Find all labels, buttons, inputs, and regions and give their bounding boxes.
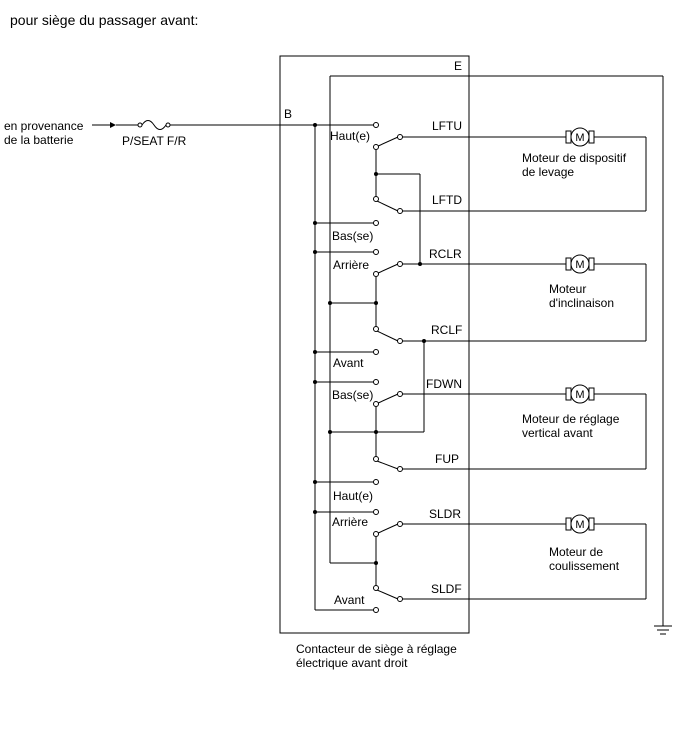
lifter-up-label: Haut(e) — [330, 129, 370, 143]
slide-motor-label-1: Moteur de — [549, 545, 603, 559]
sldr-label: SLDR — [429, 507, 461, 521]
sldf-label: SLDF — [431, 582, 462, 596]
switch-body — [279, 55, 470, 634]
switch-name-line2: électrique avant droit — [296, 656, 408, 670]
fuse-symbol — [116, 120, 280, 130]
fdwn-label: FDWN — [426, 377, 462, 391]
lifter-switch — [373, 122, 646, 266]
rclr-label: RCLR — [429, 247, 462, 261]
recline-motor-symbol: M — [575, 259, 584, 271]
lifter-motor-symbol: M — [575, 132, 584, 144]
diagram-title: pour siège du passager avant: — [10, 12, 198, 28]
vertical-motor-icon: M — [565, 384, 595, 404]
fup-label: FUP — [435, 452, 459, 466]
slide-motor-symbol: M — [575, 519, 584, 531]
slide-motor-icon: M — [565, 514, 595, 534]
recline-motor-label-1: Moteur — [549, 282, 586, 296]
slide-motor-label-2: coulissement — [549, 559, 620, 573]
slide-switch — [313, 509, 646, 613]
switch-name-line1: Contacteur de siège à réglage — [296, 642, 457, 656]
lifter-motor-label-1: Moteur de dispositif — [522, 151, 627, 165]
lifter-down-label: Bas(se) — [332, 229, 373, 243]
recline-switch — [330, 249, 646, 432]
slide-front-label: Avant — [334, 593, 365, 607]
terminal-e-label: E — [454, 59, 462, 73]
lftd-label: LFTD — [432, 193, 462, 207]
vertical-switch — [330, 379, 646, 485]
recline-rear-label: Arrière — [333, 258, 369, 272]
vertical-motor-label-2: vertical avant — [522, 426, 593, 440]
ground-bus — [328, 75, 664, 626]
fuse-label: P/SEAT F/R — [122, 134, 187, 148]
vertical-motor-label-1: Moteur de réglage — [522, 412, 620, 426]
vertical-up-label: Haut(e) — [333, 489, 373, 503]
vertical-motor-symbol: M — [575, 389, 584, 401]
source-label-line2: de la batterie — [4, 133, 74, 147]
slide-rear-label: Arrière — [332, 515, 368, 529]
lifter-motor-icon: M — [565, 127, 595, 147]
source-label-line1: en provenance — [4, 119, 84, 133]
vertical-down-label: Bas(se) — [332, 388, 373, 402]
recline-motor-label-2: d'inclinaison — [549, 296, 614, 310]
lftu-label: LFTU — [432, 119, 462, 133]
lifter-motor-label-2: de levage — [522, 165, 574, 179]
ground-icon — [654, 625, 672, 635]
terminal-b-label: B — [284, 107, 292, 121]
supply-bus — [280, 123, 374, 611]
recline-motor-icon: M — [565, 254, 595, 274]
rclf-label: RCLF — [431, 323, 462, 337]
source-arrow — [92, 122, 116, 128]
recline-front-label: Avant — [333, 356, 364, 370]
